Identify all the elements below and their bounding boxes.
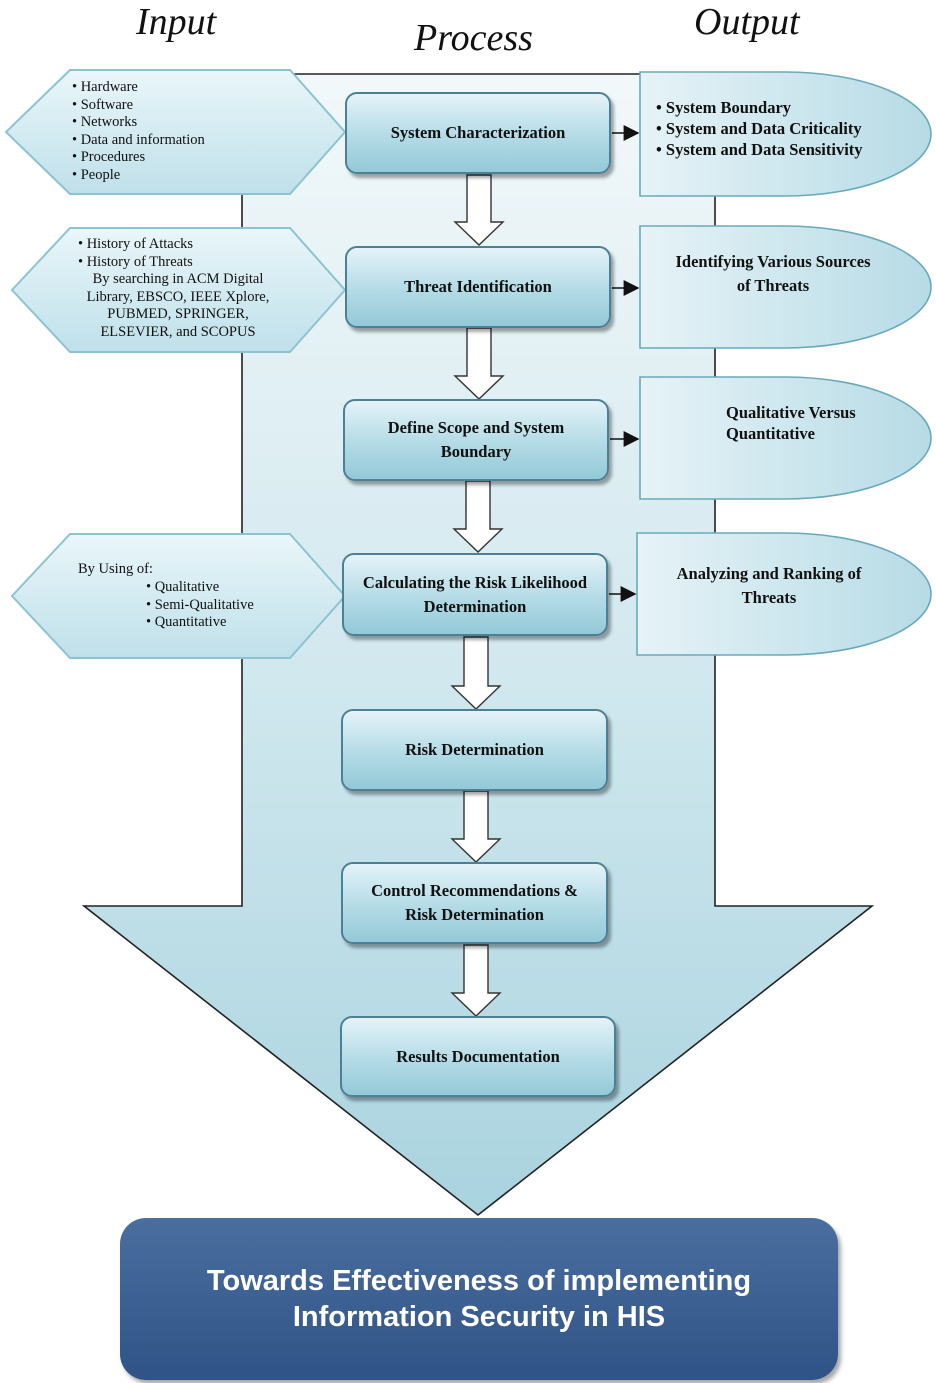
- banner-text: Towards Effectiveness of implementing In…: [207, 1263, 751, 1335]
- output-item: System Boundary: [656, 97, 863, 118]
- process-column-header: Process: [414, 17, 533, 59]
- step-connectors: [450, 174, 505, 1017]
- banner-line-1: Towards Effectiveness of implementing: [206, 1265, 752, 1297]
- input-column-header: Input: [136, 1, 217, 43]
- connector-arrow-4: [450, 636, 502, 710]
- output-shape-2: [639, 225, 932, 349]
- output-line: Threats: [741, 588, 797, 607]
- connector-arrow-3: [452, 480, 504, 553]
- output-line: Identifying Various Sources: [675, 252, 871, 271]
- output-line: Analyzing and Ranking of: [676, 564, 862, 583]
- output-item: System and Data Sensitivity: [656, 139, 863, 160]
- banner-line-2: Information Security in HIS: [292, 1301, 666, 1333]
- input-item: Data and information: [72, 132, 205, 150]
- input-item: Software: [72, 97, 205, 115]
- output-line: of Threats: [736, 276, 810, 295]
- input-item: Procedures: [72, 149, 205, 167]
- output-column-header: Output: [694, 1, 800, 43]
- connector-arrow-2: [453, 327, 505, 400]
- output-line: Qualitative Versus: [726, 403, 856, 422]
- process-step-threat-identification: Threat Identification: [345, 246, 611, 328]
- connector-arrow-6: [450, 944, 502, 1017]
- connector-arrow-5: [450, 790, 502, 863]
- process-step-define-scope: Define Scope and System Boundary: [343, 399, 609, 481]
- output-qualitative-quantitative: Qualitative Versus Quantitative: [726, 402, 856, 444]
- output-line: Quantitative: [726, 424, 815, 443]
- output-threat-ranking: Analyzing and Ranking of Threats: [648, 562, 890, 610]
- output-system-characterization: System Boundary System and Data Critical…: [656, 97, 863, 160]
- process-step-system-characterization: System Characterization: [345, 92, 611, 174]
- input-item: Quantitative: [146, 614, 254, 632]
- input-note-line: Library, EBSCO, IEEE Xplore,: [86, 288, 270, 305]
- input-item: Hardware: [72, 79, 205, 97]
- process-step-control-recommendations: Control Recommendations & Risk Determina…: [341, 862, 608, 944]
- process-step-risk-likelihood: Calculating the Risk Likelihood Determin…: [342, 553, 608, 636]
- output-threat-sources: Identifying Various Sources of Threats: [652, 250, 894, 298]
- output-shape-4: [636, 532, 932, 656]
- input-item: Networks: [72, 114, 205, 132]
- process-step-risk-determination: Risk Determination: [341, 709, 608, 791]
- input-item: People: [72, 167, 205, 185]
- output-shape-3: [639, 376, 932, 500]
- input-likelihood-intro: By Using of:: [78, 561, 153, 577]
- input-item: Semi-Qualitative: [146, 597, 254, 615]
- conclusion-banner: Towards Effectiveness of implementing In…: [120, 1218, 838, 1380]
- input-item: Qualitative: [146, 579, 254, 597]
- input-likelihood-methods: Qualitative Semi-Qualitative Quantitativ…: [146, 579, 254, 632]
- process-step-results-documentation: Results Documentation: [340, 1016, 616, 1097]
- output-item: System and Data Criticality: [656, 118, 863, 139]
- input-threat-search-note: By searching in ACM Digital Library, EBS…: [70, 271, 286, 341]
- input-threat-identification: History of Attacks History of Threats: [78, 236, 193, 271]
- input-system-characterization: Hardware Software Networks Data and info…: [72, 79, 205, 184]
- input-note-line: ELSEVIER, and SCOPUS: [100, 323, 256, 340]
- input-note-line: By searching in ACM Digital: [92, 271, 264, 287]
- output-pointers: [609, 125, 640, 602]
- input-note-line: PUBMED, SPRINGER,: [107, 306, 249, 322]
- connector-arrow-1: [453, 174, 505, 246]
- input-item: History of Attacks: [78, 236, 193, 254]
- input-item: History of Threats: [78, 254, 193, 272]
